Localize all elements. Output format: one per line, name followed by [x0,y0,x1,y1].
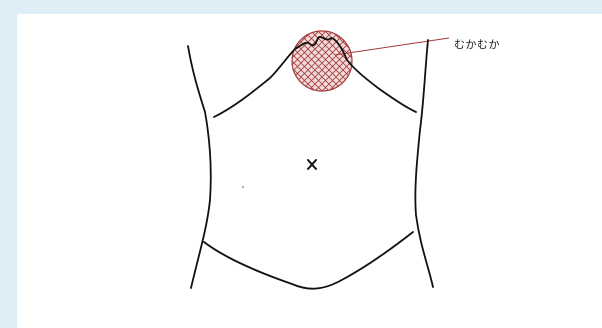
annotation-label: むかむか [454,36,500,52]
discomfort-area [290,29,354,93]
navel-marker [308,160,316,169]
leader-line [335,38,449,55]
speck [242,186,244,188]
